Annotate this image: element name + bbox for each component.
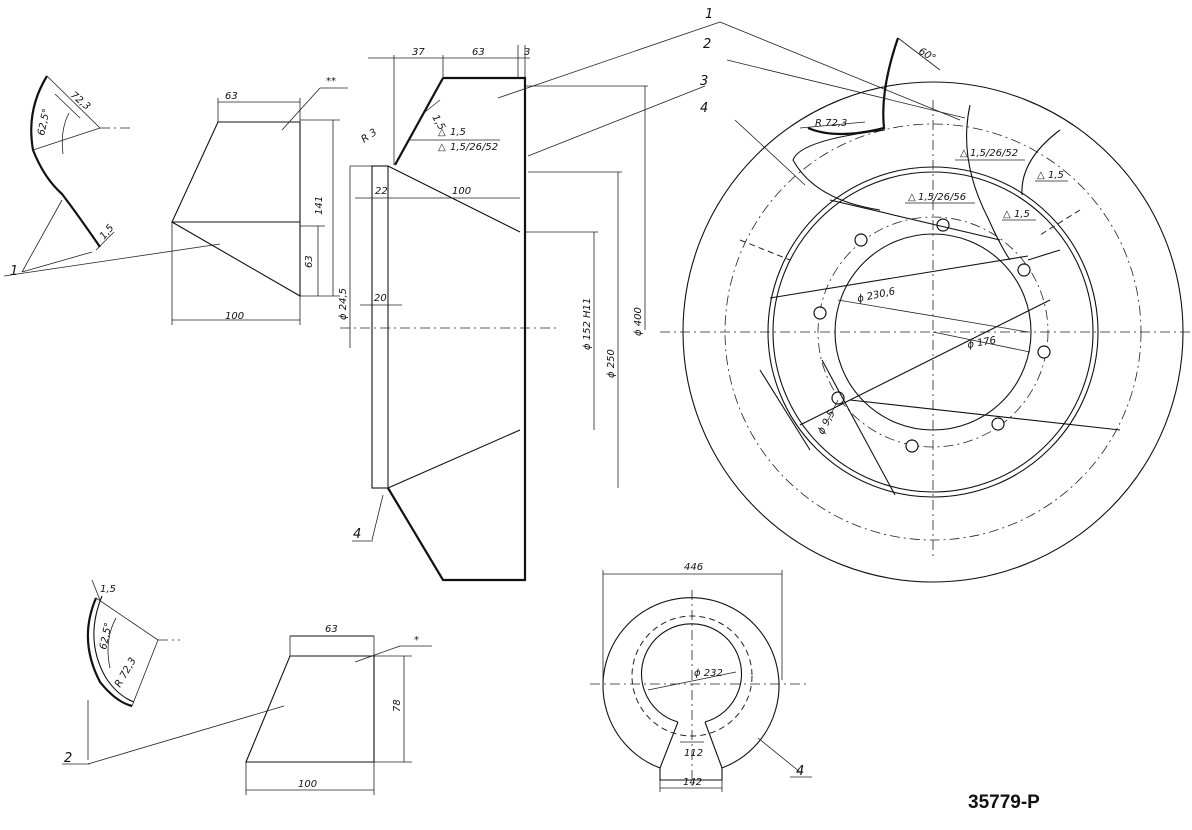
hub-flange — [371, 165, 389, 489]
section-dim-100: 100 — [452, 186, 471, 197]
leader-1-section — [497, 21, 721, 99]
lower-blade — [387, 429, 521, 489]
section-weld-a-symbol: △ — [438, 127, 446, 138]
plan-weld-side2: 1,5 — [1014, 209, 1030, 220]
plan-blade-curve-b — [966, 104, 1011, 261]
blank-2-arc-detail: 62,5° R 72,3 1,5 — [86, 579, 180, 760]
leader-2-blank — [87, 705, 285, 765]
bolt-holes — [813, 218, 1051, 453]
plan-weld-mid-symbol: △ — [908, 192, 916, 203]
blank-2-bottom-width: 100 — [298, 779, 317, 790]
blank-1-arc-detail: 62,5° 72,3 1,5 1 — [3, 75, 221, 279]
part-label-2-bottom: 2 — [64, 751, 72, 766]
section-dim-22: 22 — [375, 186, 388, 197]
leader-1-plan — [719, 21, 961, 121]
blank-1-lower-height: 63 — [304, 255, 315, 268]
section-dia-250: ϕ 250 — [606, 349, 617, 378]
section-dim-3: 3 — [524, 47, 530, 58]
plan-weld-side1: 1,5 — [1048, 170, 1064, 181]
blank-1-thickness: 1,5 — [98, 223, 117, 242]
ring-slot-width: 142 — [683, 777, 702, 788]
plan-weld-side1-symbol: △ — [1037, 170, 1045, 181]
ring-outline — [602, 597, 780, 781]
upper-cone-edge — [394, 77, 444, 166]
plan-weld-mid: 1,5/26/56 — [918, 192, 966, 203]
bolt-hole — [905, 439, 919, 453]
plan-weld-side2-symbol: △ — [1003, 209, 1011, 220]
bolt-hole — [991, 417, 1005, 431]
section-radius: R 3 — [359, 127, 379, 145]
part-label-4-plan: 4 — [700, 101, 708, 116]
section-dim-37: 37 — [412, 47, 425, 58]
blank-1-pattern: 100 63 141 63 ** — [171, 76, 348, 325]
section-dia-152: ϕ 152 H11 — [582, 298, 593, 350]
section-dim-63: 63 — [472, 47, 485, 58]
bolt-hole — [1037, 345, 1051, 359]
part-label-1-top: 1 — [705, 7, 713, 22]
drawing-number: 35779-P — [968, 792, 1040, 813]
blank-2-height: 78 — [392, 699, 403, 712]
bolt-hole — [813, 306, 827, 320]
plan-weld-arc — [1021, 129, 1061, 196]
section-outline — [387, 76, 527, 582]
ring-outer-width: 446 — [684, 562, 703, 573]
leader-1-a — [21, 199, 63, 273]
leader-2-plan — [726, 59, 966, 119]
plan-blade-curve — [792, 129, 886, 211]
upper-blade — [387, 165, 521, 233]
ring-bore — [640, 623, 743, 723]
cross-section-view: 37 63 3 1,5 △ 1,5 △ 1,5/26/52 R 3 22 100… — [338, 7, 961, 582]
part-label-4-ring: 4 — [796, 764, 804, 779]
plan-bore: ϕ 176 — [967, 335, 997, 351]
section-weld-a: 1,5 — [450, 127, 466, 138]
section-weld-b: 1,5/26/52 — [450, 142, 498, 153]
bolt-hole — [936, 218, 950, 232]
blank-1-outline — [171, 121, 301, 297]
plan-fan-radius: R 72,3 — [815, 118, 847, 129]
blank-2-arc-edge — [86, 597, 133, 708]
blank-2-pattern: 63 100 78 * 2 — [62, 624, 432, 795]
blank-2-outline — [245, 655, 375, 763]
part-label-4-section: 4 — [353, 527, 361, 542]
part-label-1-left: 1 — [10, 264, 18, 279]
blank-1-height: 141 — [314, 196, 325, 215]
plan-weld-top-symbol: △ — [960, 148, 968, 159]
leader-3 — [527, 85, 706, 157]
blank-1-arc-angle: 62,5° — [36, 108, 52, 137]
bolt-hole — [1017, 263, 1031, 277]
plan-hole-dia: ϕ 9,5 — [816, 409, 838, 437]
bolt-hole — [854, 233, 868, 247]
plan-weld-top: 1,5/26/52 — [970, 148, 1018, 159]
single-star-mark: * — [414, 635, 419, 646]
leader-1-c — [3, 243, 221, 277]
plan-blade-edge-a — [807, 37, 900, 136]
blank-1-top-width: 63 — [225, 91, 238, 102]
section-dim-20: 20 — [374, 293, 387, 304]
plan-view: 60° R 72,3 △ 1,5/26/52 △ 1,5/26/56 △ 1,5… — [660, 37, 1192, 583]
section-weld-b-symbol: △ — [438, 142, 446, 153]
ring-slot: 112 — [684, 748, 703, 759]
part-label-2-plan: 2 — [703, 37, 711, 52]
double-star-mark: ** — [326, 76, 336, 87]
blank-2-arc-radius: R 72,3 — [113, 656, 139, 690]
leader-4-section — [371, 494, 384, 541]
leader-4-ring — [757, 737, 801, 773]
blank-2-arc-angle: 62,5° — [98, 622, 114, 651]
blank-1-bottom-width: 100 — [225, 311, 244, 322]
plan-fan-angle: 60° — [917, 46, 938, 64]
section-dia-400: ϕ 400 — [633, 307, 644, 336]
blank-1-arc-edge — [30, 75, 101, 248]
ring-inner-dia: ϕ 232 — [694, 668, 723, 679]
leader-4-plan — [734, 119, 806, 186]
blank-2-thickness: 1,5 — [100, 584, 116, 595]
blank-1-arc-length: 72,3 — [68, 90, 92, 113]
split-ring-view: 446 ϕ 232 112 142 4 — [590, 562, 812, 792]
plan-bolt-circle: ϕ 230,6 — [856, 286, 896, 305]
section-dia-24-5: ϕ 24,5 — [338, 288, 349, 320]
blank-2-top-width: 63 — [325, 624, 338, 635]
part-label-3: 3 — [700, 74, 708, 89]
leader-1-b — [21, 251, 93, 273]
fan-blades — [739, 199, 1121, 496]
